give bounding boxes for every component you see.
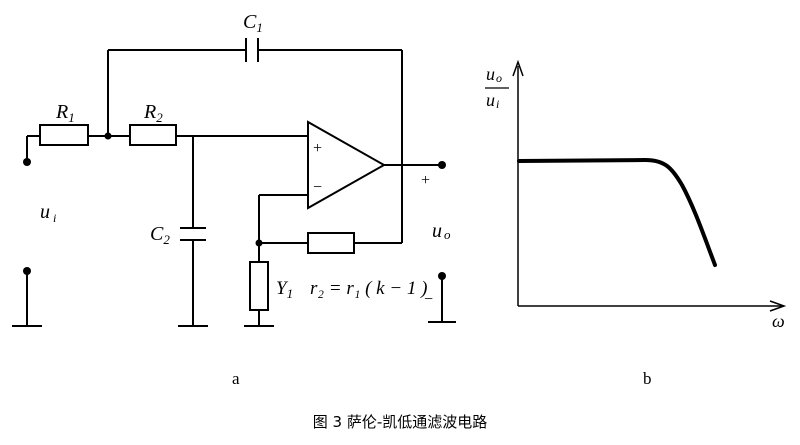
figure-caption: 图 3 萨伦-凯低通滤波电路 — [313, 413, 488, 431]
response-curve — [517, 157, 717, 267]
c1-label: C1 — [243, 11, 263, 35]
output-plus-sign: + — [421, 172, 430, 189]
output-minus-sign: − — [424, 291, 433, 308]
circuit-nodes — [23, 132, 446, 280]
panel-a-label: a — [232, 369, 240, 388]
junction-node-inverting — [255, 239, 263, 247]
y-axis-denominator: ui — [486, 90, 499, 111]
opamp-plus-sign: + — [313, 140, 322, 157]
resistor-r2 — [129, 124, 177, 146]
y1-label: Y1 — [276, 278, 293, 301]
input-terminal-bottom — [23, 267, 31, 275]
panel-b-label: b — [643, 369, 652, 388]
resistor-y1 — [249, 261, 269, 311]
relation-formula: r₂ = r₁ ( k − 1 ) — [310, 278, 427, 299]
input-terminal-top — [23, 158, 31, 166]
x-axis-arrow — [769, 300, 787, 312]
output-terminal-bottom — [438, 272, 446, 280]
junction-node-r1r2 — [104, 132, 112, 140]
opamp-minus-sign: − — [313, 179, 322, 196]
r2-label: R2 — [143, 101, 163, 125]
resistor-r1 — [39, 124, 89, 146]
y-axis-arrow — [512, 59, 524, 77]
circuit-diagram — [12, 38, 456, 327]
y-axis-numerator: uo — [486, 64, 502, 85]
r1-label: R1 — [55, 101, 75, 125]
output-terminal-top — [438, 161, 446, 169]
opamp-triangle — [307, 120, 387, 210]
response-axes — [512, 59, 787, 312]
x-axis-label: ω — [772, 311, 785, 331]
c2-label: C2 — [150, 223, 170, 247]
resistor-feedback — [307, 232, 355, 254]
